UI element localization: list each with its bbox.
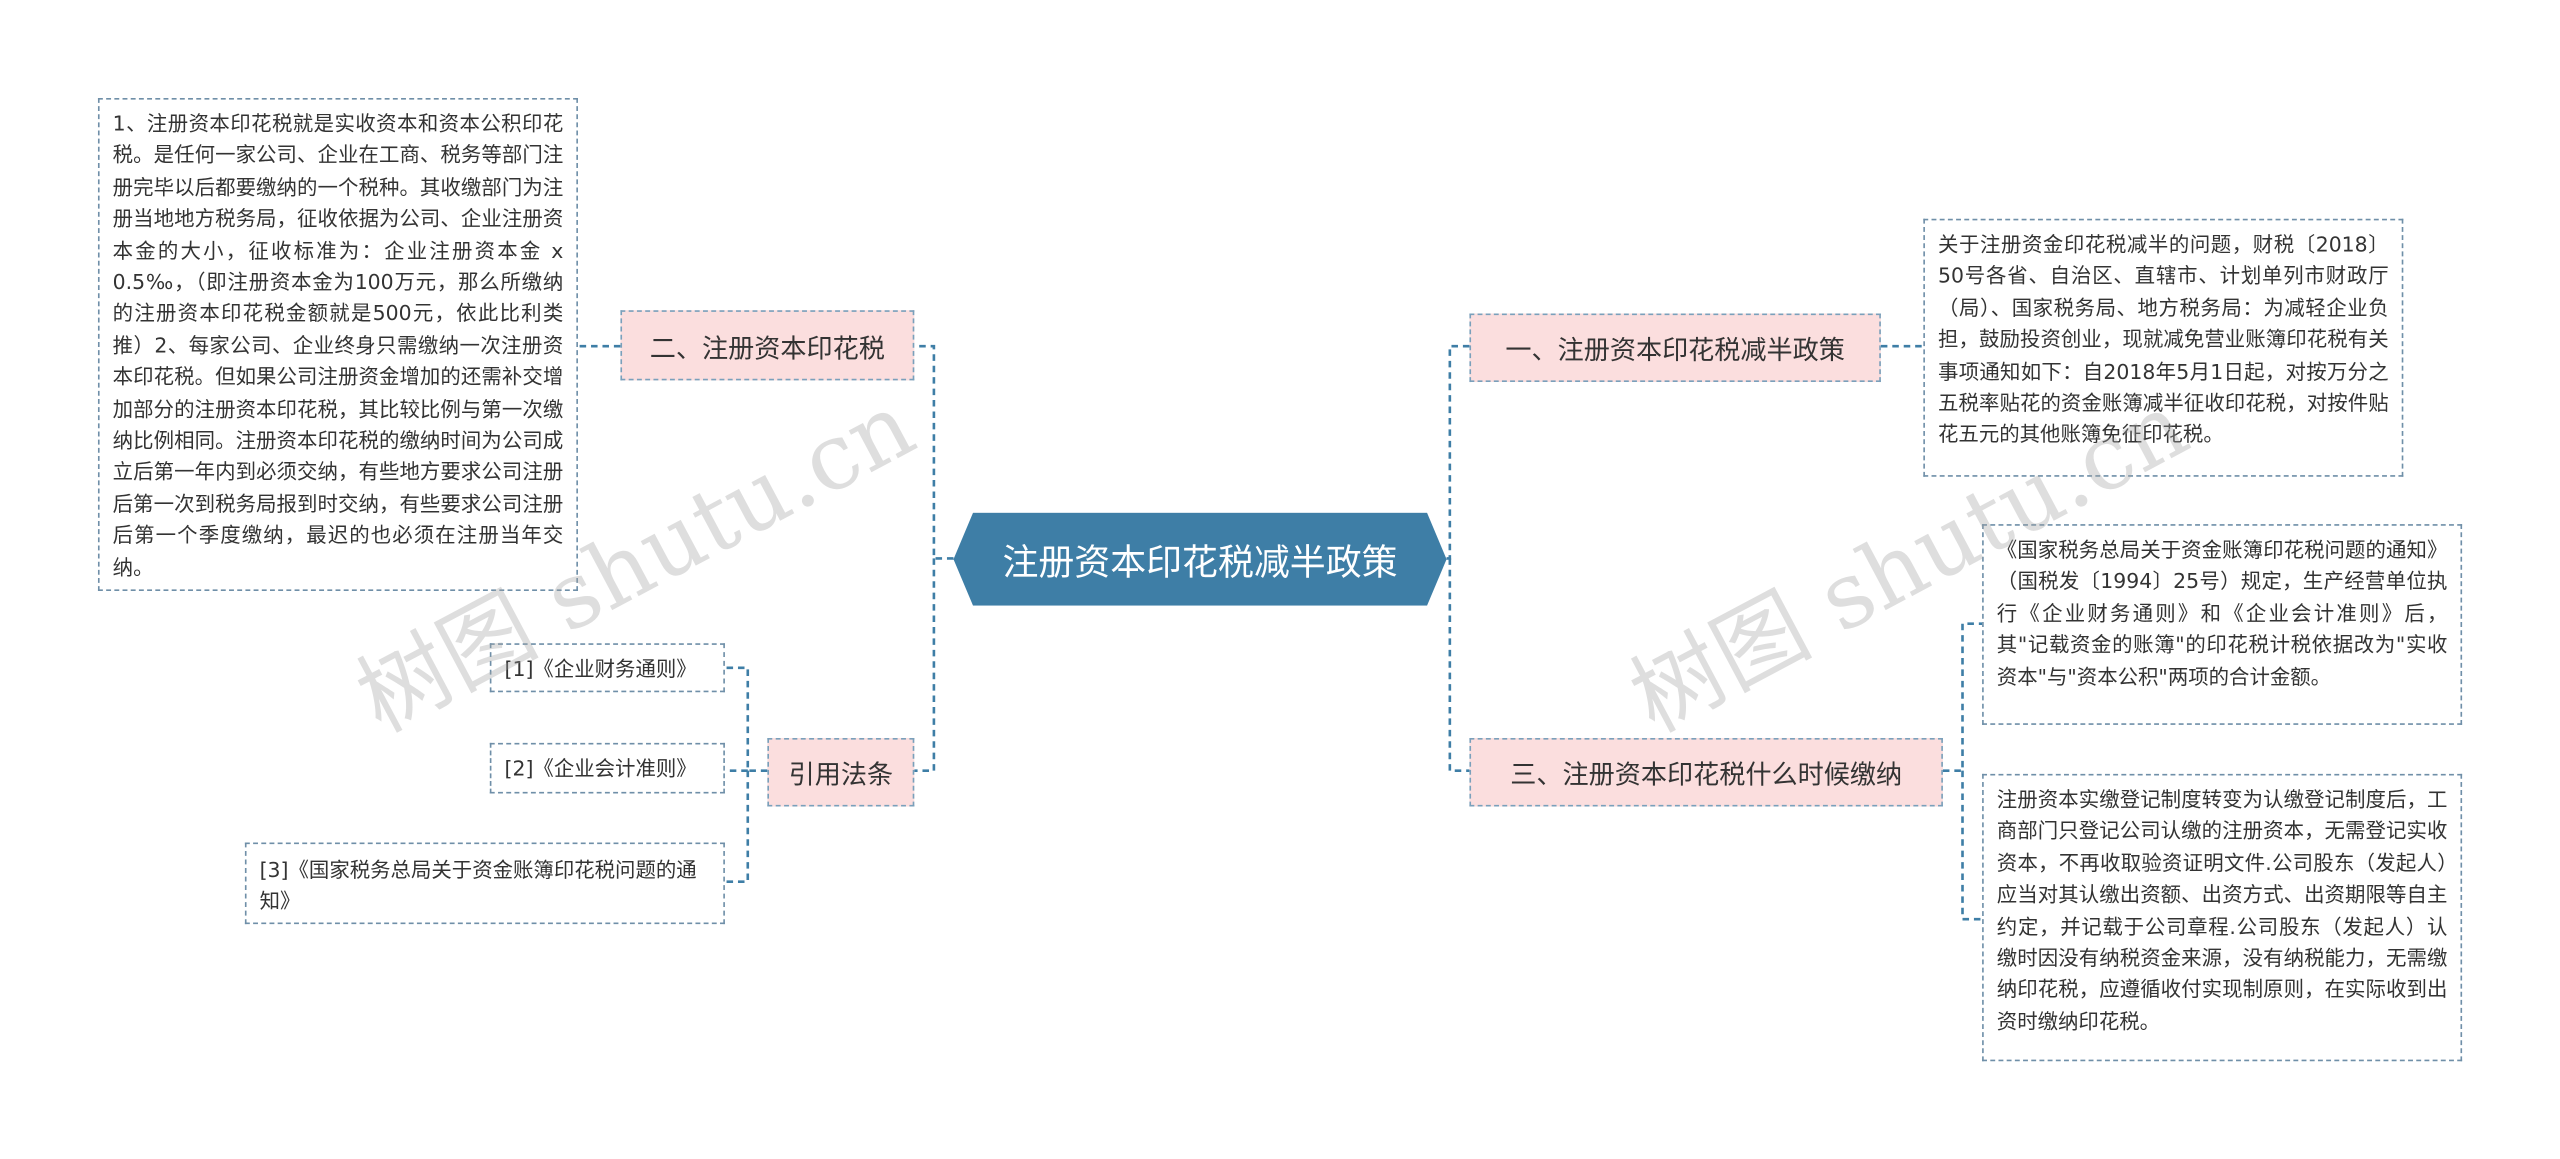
detail-stamp-tax[interactable]: 1、注册资本印花税就是实收资本和资本公积印花税。是任何一家公司、企业在工商、税务… [97,97,578,592]
ref-text: [2]《企业会计准则》 [504,755,697,781]
branch-cited-laws[interactable]: 引用法条 [767,737,915,807]
detail-text: 关于注册资金印花税减半的问题，财税〔2018〕50号各省、自治区、直辖市、计划单… [1938,231,2389,447]
ref-item-1[interactable]: [1]《企业财务通则》 [489,643,725,693]
detail-text: 《国家税务总局关于资金账簿印花税问题的通知》（国税发〔1994〕25号）规定，生… [1996,537,2448,689]
ref-item-3[interactable]: [3]《国家税务总局关于资金账簿印花税问题的通知》 [244,842,725,925]
root-topic[interactable]: 注册资本印花税减半政策 [953,513,1446,606]
detail-when-to-pay-1[interactable]: 《国家税务总局关于资金账簿印花税问题的通知》（国税发〔1994〕25号）规定，生… [1982,524,2463,725]
detail-text: 1、注册资本印花税就是实收资本和资本公积印花税。是任何一家公司、企业在工商、税务… [112,111,564,580]
detail-when-to-pay-2[interactable]: 注册资本实缴登记制度转变为认缴登记制度后，工商部门只登记公司认缴的注册资本，无需… [1982,773,2463,1062]
detail-halving-policy[interactable]: 关于注册资金印花税减半的问题，财税〔2018〕50号各省、自治区、直辖市、计划单… [1923,218,2404,477]
ref-text: [3]《国家税务总局关于资金账簿印花税问题的通知》 [259,857,697,913]
root-topic-label: 注册资本印花税减半政策 [1002,542,1398,584]
branch-label: 一、注册资本印花税减半政策 [1505,334,1845,366]
ref-item-2[interactable]: [2]《企业会计准则》 [489,742,725,794]
ref-text: [1]《企业财务通则》 [504,656,697,681]
branch-label: 二、注册资本印花税 [649,332,885,364]
branch-label: 引用法条 [788,759,894,791]
branch-halving-policy[interactable]: 一、注册资本印花税减半政策 [1469,313,1881,383]
branch-label: 三、注册资本印花税什么时候缴纳 [1510,759,1903,791]
branch-registered-capital-stamp-tax[interactable]: 二、注册资本印花税 [620,310,915,381]
detail-text: 注册资本实缴登记制度转变为认缴登记制度后，工商部门只登记公司认缴的注册资本，无需… [1996,786,2448,1034]
branch-when-to-pay[interactable]: 三、注册资本印花税什么时候缴纳 [1469,737,1943,807]
